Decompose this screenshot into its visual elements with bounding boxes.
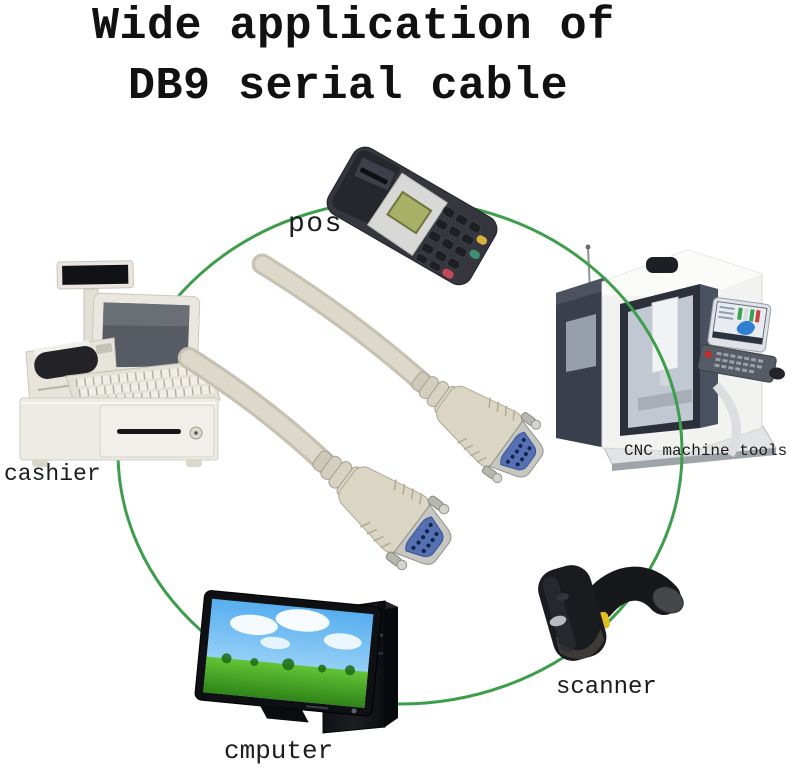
serial-cable [180, 350, 336, 473]
cash-drawer [19, 397, 219, 467]
scanner-head [538, 565, 607, 661]
scanner-image [538, 565, 684, 661]
pos-keypad [415, 205, 482, 272]
monitor-wallpaper [203, 598, 374, 708]
title-line-1: Wide application of [92, 1, 615, 52]
cnc-spindle [651, 296, 679, 374]
pos-screen [388, 193, 430, 232]
pos-terminal-image [326, 146, 498, 286]
serial-cable [254, 256, 433, 393]
computer-image [194, 590, 398, 734]
computer-monitor [194, 590, 383, 723]
db9-connector-upper [251, 253, 559, 497]
db9-connector-lower [177, 346, 468, 585]
customer-display [56, 260, 134, 290]
cnc-antenna [585, 244, 591, 250]
label-scanner: scanner [556, 674, 657, 701]
title-line-2: DB9 serial cable [128, 61, 569, 112]
db9-cables-image [177, 253, 559, 585]
label-cnc-machine-tools: CNC machine tools [624, 442, 788, 460]
cashier-register-image [19, 260, 221, 467]
cnc-keyboard-tray [697, 344, 785, 383]
label-cashier: cashier [4, 461, 101, 487]
cnc-machine-image [556, 244, 785, 471]
cnc-control-panel [707, 297, 772, 353]
label-pos: pos [288, 209, 343, 240]
cashier-monitor [90, 292, 201, 396]
cnc-estop-button [704, 350, 712, 358]
monitor-power-led [351, 708, 357, 714]
label-computer: cmputer [224, 736, 334, 766]
